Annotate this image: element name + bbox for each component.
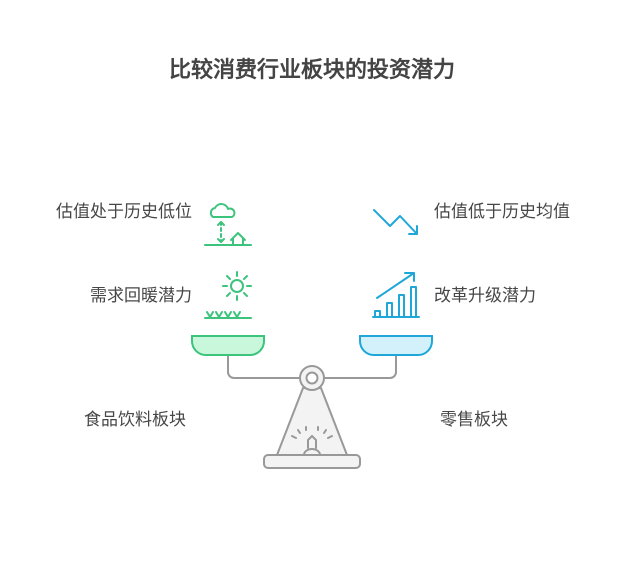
- right-pan: [359, 335, 433, 356]
- diagram-title: 比较消费行业板块的投资潜力: [168, 58, 455, 83]
- sun-grass-icon: [204, 271, 252, 319]
- right-sector-label: 零售板块: [440, 410, 508, 430]
- left-pan: [191, 335, 265, 356]
- down-trend-icon: [373, 209, 418, 235]
- left-sector-label: 食品饮料板块: [84, 410, 186, 430]
- scale-beam: [227, 355, 397, 379]
- scale-indicator: [291, 426, 333, 456]
- left-factor-valuation: 估值处于历史低位: [56, 202, 192, 222]
- scale-base: [263, 454, 361, 469]
- right-factor-valuation: 估值低于历史均值: [434, 202, 570, 222]
- left-factor-demand: 需求回暖潜力: [90, 286, 192, 306]
- cloud-house-icon: [204, 203, 252, 246]
- growth-chart-icon: [372, 272, 420, 318]
- scale-stand: [276, 387, 348, 456]
- right-factor-reform: 改革升级潜力: [434, 286, 536, 306]
